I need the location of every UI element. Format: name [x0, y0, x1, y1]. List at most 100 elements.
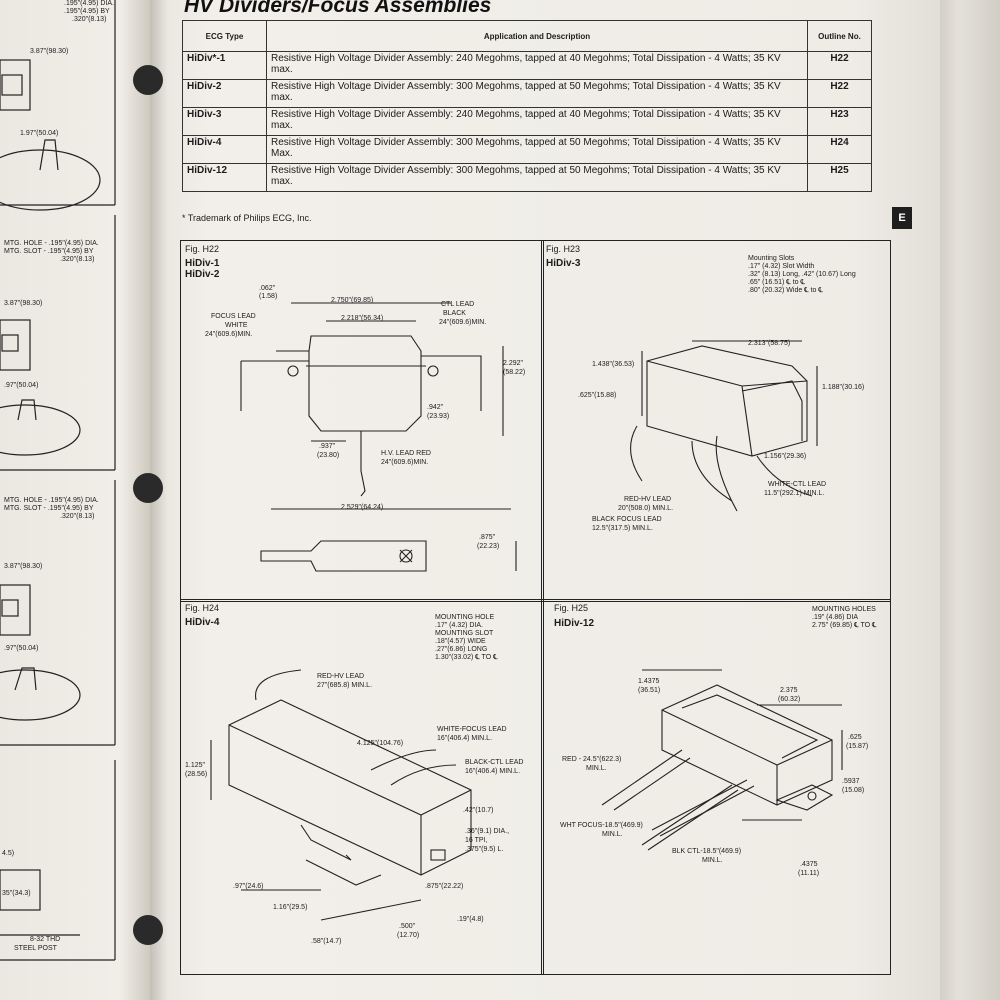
dimension-label: .375"(9.5) L. [465, 846, 504, 853]
dimension-label: .36"(9.1) DIA., [465, 828, 510, 835]
product-table: ECG Type Application and Description Out… [182, 20, 872, 192]
dimension-label: CTL LEAD [441, 301, 475, 308]
dimension-label: (58.22) [503, 369, 526, 376]
dimension-label: .937" [319, 443, 336, 450]
cell-type: HiDiv*-1 [182, 51, 267, 80]
page-title: HV Dividers/Focus Assemblies [184, 0, 492, 17]
dimension-label: (28.56) [185, 771, 208, 778]
prev-note: 3.87"(98.30) [4, 563, 43, 570]
figure-label: Fig. H25 [554, 603, 589, 613]
h23-drawing [630, 340, 818, 512]
dimension-label: .19"(4.8) [457, 916, 484, 923]
dimension-label: 16"(406.4) MIN.L. [465, 768, 521, 775]
table-row: HiDiv-12 Resistive High Voltage Divider … [182, 163, 872, 192]
dimension-label: FOCUS LEAD [211, 313, 256, 320]
dimension-label: 2.218"(56.34) [341, 315, 384, 322]
dimension-label: H.V. LEAD RED [381, 450, 431, 457]
figure-h24: Fig. H24 HiDiv-4 MOUNTING HOLE .17" (4.3… [180, 599, 544, 975]
cell-outline: H22 [807, 51, 872, 80]
dimension-label: BLACK FOCUS LEAD [592, 516, 662, 523]
dimension-label: .062" [259, 285, 276, 292]
dimension-label: .500" [399, 923, 416, 930]
prev-note: .195"(4.95) DIA. [64, 0, 114, 7]
figure-part-number: HiDiv-2 [185, 269, 220, 280]
dimension-label: (22.23) [477, 543, 500, 550]
cell-description: Resistive High Voltage Divider Assembly:… [266, 51, 808, 80]
dimension-label: WHITE [225, 322, 248, 329]
mounting-note: MOUNTING HOLE .17" (4.32) DIA. MOUNTING … [435, 614, 498, 661]
col-header-description: Application and Description [266, 20, 808, 52]
prev-note: .320"(8.13) [60, 256, 95, 263]
prev-note: MTG. HOLE - .195"(4.95) DIA. [4, 240, 99, 247]
dimension-label: .625 [848, 734, 862, 741]
mounting-note: Mounting Slots .17" (4.32) Slot Width .3… [748, 255, 856, 294]
dimension-label: 16 TPI, [465, 837, 488, 844]
cell-outline: H22 [807, 79, 872, 108]
dimension-label: .625"(15.88) [578, 392, 617, 399]
prev-note: 1.97"(50.04) [20, 130, 59, 137]
dimension-label: .875"(22.22) [425, 883, 464, 890]
cell-type: HiDiv-4 [182, 135, 267, 164]
cell-type: HiDiv-12 [182, 163, 267, 192]
dimension-label: 1.438"(36.53) [592, 361, 635, 368]
table-row: HiDiv*-1 Resistive High Voltage Divider … [182, 51, 872, 80]
dimension-label: .942" [427, 404, 444, 411]
dimension-label: RED-HV LEAD [317, 673, 365, 680]
prev-note: 4.5) [2, 850, 15, 857]
figure-label: Fig. H22 [185, 244, 220, 254]
cell-outline: H23 [807, 107, 872, 136]
dimension-label: (11.11) [798, 870, 820, 877]
dimension-label: MIN.L. [702, 857, 723, 864]
dimension-label: .58"(14.7) [311, 938, 342, 945]
col-header-type: ECG Type [182, 20, 267, 52]
dimension-label: 2.529"(64.24) [341, 504, 384, 511]
dimension-label: BLACK [443, 310, 466, 317]
dimension-label: 20"(508.0) MIN.L. [618, 505, 674, 512]
h22-drawing [240, 302, 517, 572]
dimension-label: 4.125"(104.76) [357, 740, 404, 747]
dimension-label: 1.16"(29.5) [273, 904, 308, 911]
dimension-label: BLK CTL-18.5"(469.9) [672, 848, 742, 855]
trademark-footnote: * Trademark of Philips ECG, Inc. [182, 213, 312, 223]
binder-hole [133, 65, 163, 95]
figure-label: Fig. H23 [546, 244, 581, 254]
dimension-label: BLACK-CTL LEAD [465, 759, 524, 766]
section-tab: E [892, 207, 912, 229]
dimension-label: 1.188"(30.16) [822, 384, 865, 391]
dimension-label: .97"(24.6) [233, 883, 264, 890]
dimension-label: 16"(406.4) MIN.L. [437, 735, 493, 742]
prev-note: MTG. SLOT - .195"(4.95) BY [4, 505, 94, 512]
dimension-label: 24"(609.6)MIN. [205, 331, 253, 338]
dimension-label: (1.58) [259, 293, 278, 300]
prev-note: 3.87"(98.30) [30, 48, 69, 55]
figure-part-number: HiDiv-3 [546, 258, 581, 269]
prev-note: STEEL POST [14, 945, 57, 952]
cell-type: HiDiv-2 [182, 79, 267, 108]
dimension-label: 1.125" [185, 762, 206, 769]
prev-note: .97"(50.04) [4, 382, 39, 389]
table-row: HiDiv-3 Resistive High Voltage Divider A… [182, 107, 872, 136]
dimension-label: .5937 [842, 778, 860, 785]
cell-type: HiDiv-3 [182, 107, 267, 136]
table-row: HiDiv-4 Resistive High Voltage Divider A… [182, 135, 872, 164]
figure-part-number: HiDiv-1 [185, 258, 220, 269]
figure-h23: Fig. H23 HiDiv-3 Mounting Slots .17" (4.… [541, 240, 891, 602]
prev-note: MTG. HOLE - .195"(4.95) DIA. [4, 497, 99, 504]
cell-description: Resistive High Voltage Divider Assembly:… [266, 79, 808, 108]
prev-note: 8-32 THD [30, 936, 61, 943]
col-header-outline: Outline No. [807, 20, 872, 52]
catalog-page: HV Dividers/Focus Assemblies ECG Type Ap… [150, 0, 940, 1000]
cell-description: Resistive High Voltage Divider Assembly:… [266, 163, 808, 192]
figure-part-number: HiDiv-4 [185, 617, 220, 628]
dimension-label: 12.5"(317.5) MIN.L. [592, 525, 653, 532]
cell-description: Resistive High Voltage Divider Assembly:… [266, 135, 808, 164]
dimension-label: 24"(609.6)MIN. [439, 319, 487, 326]
prev-note: 3.87"(98.30) [4, 300, 43, 307]
figure-label: Fig. H24 [185, 603, 220, 613]
dimension-label: (23.93) [427, 413, 450, 420]
dimension-label: (36.51) [638, 687, 661, 694]
h25-drawing [601, 669, 843, 851]
dimension-label: 11.5"(292.1) MIN.L. [764, 490, 825, 497]
cell-description: Resistive High Voltage Divider Assembly:… [266, 107, 808, 136]
dimension-label: 2.375 [780, 687, 798, 694]
